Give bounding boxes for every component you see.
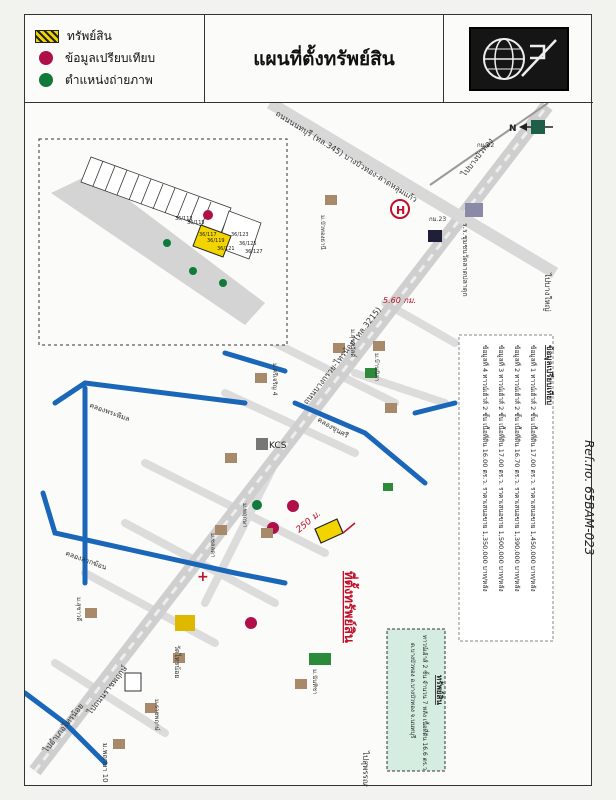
clinic-cross-icon: + [197,569,209,585]
direction-arrow-bangbuathong [429,103,549,186]
landmarks: H + [124,199,483,692]
location-map: 36/113 36/115 36/117 36/119 36/121 36/12… [25,103,559,787]
legend-comparables: ข้อมูลเปรียบเทียบ [35,47,204,69]
comparable-row-4: ข้อมูลที่ 4 ทาวน์เฮ้าส์ 2 ชั้น เนื้อที่ด… [481,345,490,592]
photo-marker-main [252,500,262,510]
property-heading: ทรัพย์สิน [435,675,445,705]
plan-lot-6: 36/125 [239,241,257,247]
property-marker [314,518,344,544]
plan-lot-0: 36/113 [175,216,193,222]
legend: ทรัพย์สิน ข้อมูลเปรียบเทียบ ตำแหน่งถ่ายภ… [25,15,205,103]
north-label: N [509,124,517,134]
legend-comparables-label: ข้อมูลเปรียบเทียบ [65,50,156,65]
property-swatch-icon [35,29,59,43]
school-label: ร.ร.ชุมชนวัดลาดปลาดุก [461,223,469,297]
cross-road-top [266,103,559,279]
village-label-8: ม.ราชพฤกษ์ [153,699,161,731]
village-label-2: ม.สุขสวัสดิ์ [349,329,358,359]
canal-1-label: คลองพระพิมล [88,401,130,423]
shop-icon [428,230,442,242]
village-kaeo-label: ม.พฤกษา 10 [101,743,109,783]
temple-icon [175,615,195,631]
village-label-4: ม.นันทิชา [311,669,318,694]
plan-lot-5: 36/123 [231,232,249,238]
hospital-icon [390,199,410,219]
legend-photo: ตำแหน่งถ่ายภาพ [35,69,204,91]
map-sheet: ทรัพย์สิน ข้อมูลเปรียบเทียบ ตำแหน่งถ่ายภ… [24,14,593,787]
village-label-5: ม.บ้านนิสา [373,353,380,381]
comparable-row-2: ข้อมูลที่ 2 ทาวน์เฮ้าส์ 2 ชั้น เนื้อที่ด… [513,345,522,592]
km22-label: กม.22 [477,142,494,149]
distance-main-label: 5.60 กม. [383,296,416,305]
park-icon [309,653,331,665]
property-box: ทรัพย์สิน ทาวน์เฮ้าส์ 2 ชั้น จำนวน 7 หลั… [386,628,446,772]
comparable-marker-1 [287,500,299,512]
canals [25,350,458,766]
logo-globe-icon [482,37,557,80]
plan-lot-1: 36/115 [187,220,205,226]
site-plan-inset: 36/113 36/115 36/117 36/119 36/121 36/12… [38,138,288,346]
village-label-1: ม.ศรีเจริญ 4 [271,363,279,396]
comparable-marker-4 [245,617,257,629]
store-icon [383,483,393,491]
plan-photo-marker-3 [219,279,227,287]
site-label: ที่ตั้งทรัพย์สิน [341,571,360,643]
gas-station-icon [124,672,142,692]
plan-lot-4: 36/121 [217,246,235,252]
school-icon [465,203,483,217]
market-icon [365,368,377,378]
logo-cell [443,15,593,103]
comparable-dot-icon [39,51,53,65]
property-line-2: ต.บางบัวทอง อ.บางบัวทอง จ.นนทบุรี [409,643,417,739]
hospital-h-icon: H [396,204,405,217]
road-top-label: ถนนนนทบุรี (ทล.345) บางบัวทอง-ลาดหลุมแก้… [274,109,419,204]
comparable-row-3: ข้อมูลที่ 3 ทาวน์เฮ้าส์ 2 ชั้น เนื้อที่ด… [497,345,506,592]
photo-pin-icon [39,73,53,87]
village-label-7: ม.ชลลดา [209,533,216,558]
comparable-row-1: ข้อมูลที่ 1 ทาวน์เฮ้าส์ 2 ชั้น เนื้อที่ด… [529,345,538,592]
legend-property: ทรัพย์สิน [35,25,204,47]
compass-badge-icon [531,120,545,134]
page-title: แผนที่ตั้งทรัพย์สิน [205,15,443,103]
property-pointer [342,522,356,534]
plan-comparable-marker [203,210,213,220]
temple-label: วัดไทรน้อย [173,645,182,678]
reference-number: Ref.no. 65BAM-023 [582,440,596,556]
village-label-0: ม.บัวทองธานี [319,215,327,250]
village-label-3: ม.พฤกษา [241,503,248,527]
comparables-heading: ข้อมูลเปรียบเทียบ [544,345,555,405]
to-suphan-label: ไปสุพรรณบุรี [361,750,370,787]
village-label-6: ม.สุชาวดี [75,597,83,621]
km23-label: กม.23 [429,216,446,223]
plan-photo-marker-1 [163,239,171,247]
company-logo [468,26,569,91]
kcs-label: KCS [269,441,287,451]
north-compass: N [509,120,553,134]
compass-arrow-icon [519,123,527,131]
to-bangyai-label: ไปบางใหญ่ [543,272,552,312]
house-icons [85,195,397,749]
comparables-box: ข้อมูลเปรียบเทียบ ข้อมูลที่ 1 ทาวน์เฮ้าส… [458,334,555,642]
plan-lot-2: 36/117 [199,232,217,238]
legend-photo-label: ตำแหน่งถ่ายภาพ [65,72,153,87]
kcs-icon [256,438,268,450]
plan-lot-3: 36/119 [207,238,225,244]
legend-property-label: ทรัพย์สิน [67,28,112,43]
plan-lot-7: 36/127 [245,249,263,255]
property-line-1: ทาวน์เฮ้าส์ 2 ชั้น จำนวน 7 หลัง เนื้อที่… [421,635,431,772]
plan-photo-marker-2 [189,267,197,275]
